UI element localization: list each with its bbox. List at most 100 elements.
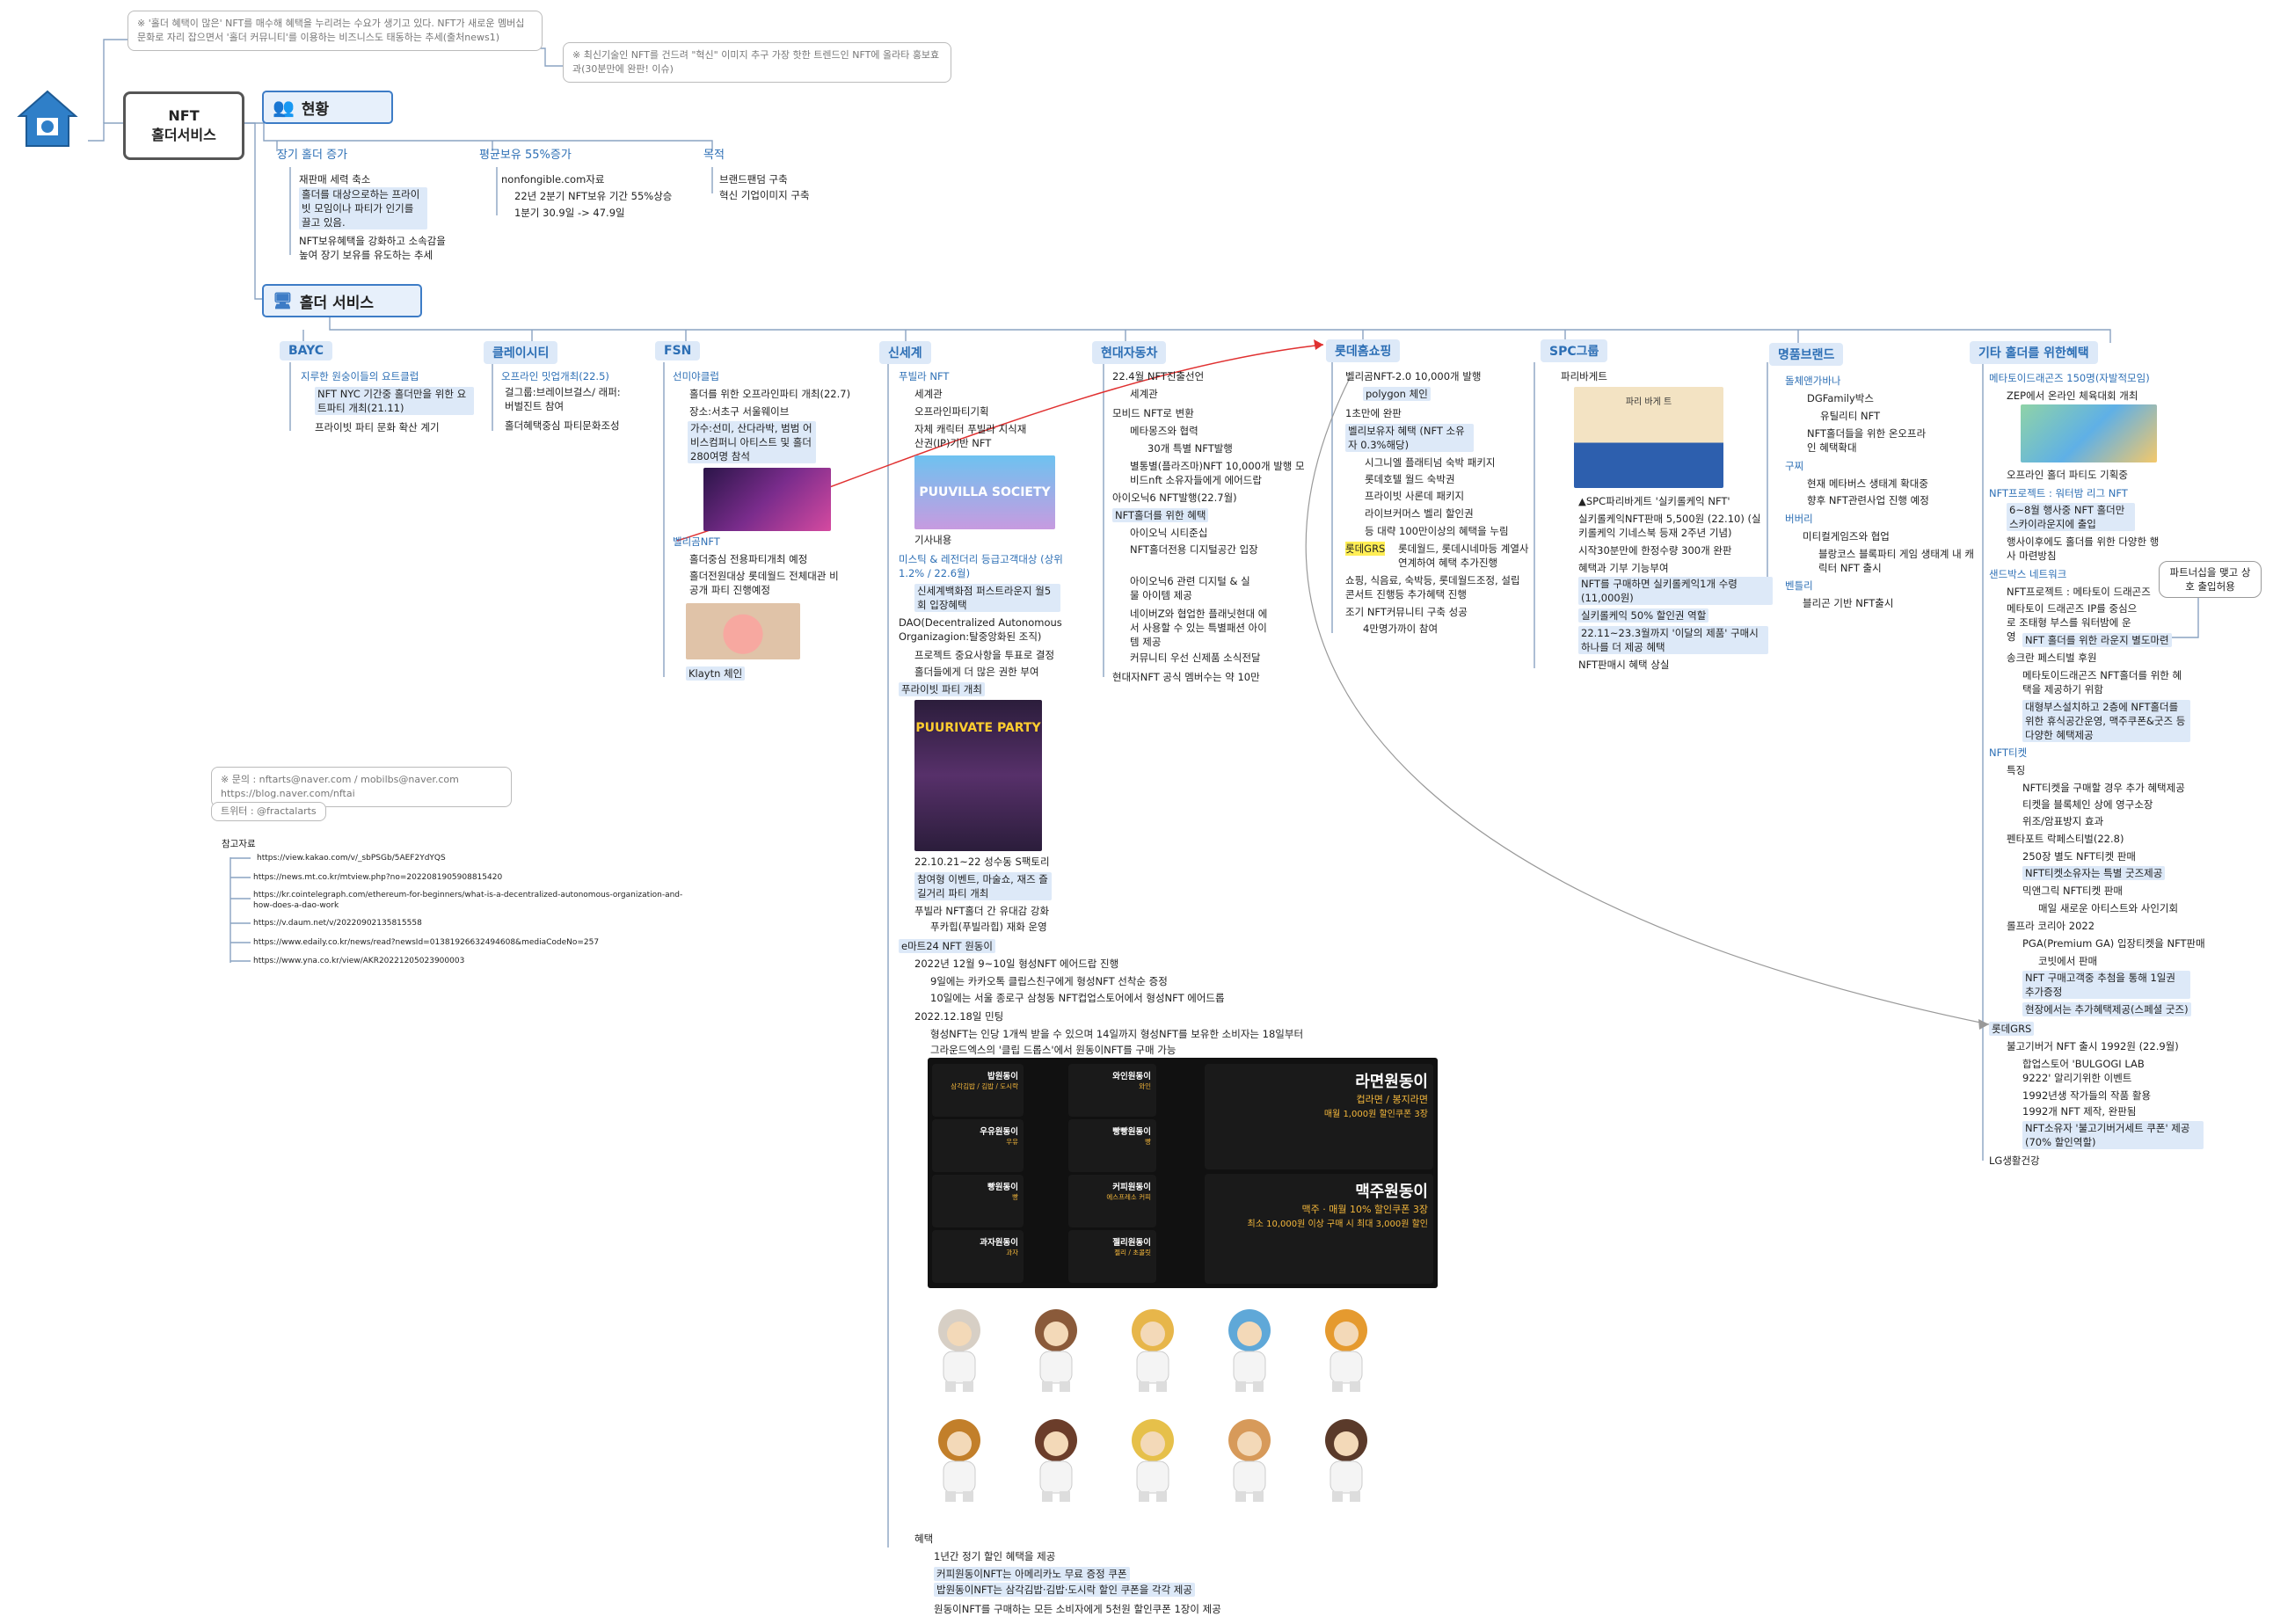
- other-item: 메타토이드래곤즈 150명(자발적모임): [1989, 372, 2150, 384]
- spc-item: 22.11~23.3월까지 '이달의 제품' 구매시 하나를 더 제공 혜택: [1578, 626, 1768, 654]
- other-item: 대형부스설치하고 2층에 NFT홀더를 위한 휴식공간운영, 맥주쿠폰&굿즈 등…: [2022, 700, 2190, 742]
- emart-card-benefit: 최소 10,000원 이상 구매 시 최대 3,000원 할인: [1247, 1220, 1428, 1229]
- ssg-item: DAO(Decentralized Autonomous Organizagio…: [899, 616, 1062, 643]
- bayc-item: NFT NYC 기간중 홀더만을 위한 요트파티 개최(21.11): [315, 387, 474, 415]
- hyundai-item: NFT홀더전용 디지털공간 입장: [1130, 543, 1258, 556]
- puuvilla-image: PUUVILLA SOCIETY: [914, 455, 1055, 529]
- ssg-item: 푸카힙(푸빌라힙) 재화 운영: [930, 921, 1047, 933]
- other-item: 불고기버거 NFT 출시 1992원 (22.9월): [2007, 1040, 2179, 1052]
- status-item: 혁신 기업이미지 구축: [719, 189, 810, 201]
- lotte-item: 롯데호텔 월드 숙박권: [1365, 473, 1455, 485]
- spc-item: NFT를 구매하면 실키롤케익1개 수령 (11,000원): [1578, 577, 1773, 605]
- character-figure: [1218, 1306, 1281, 1394]
- other-item: ZEP에서 온라인 체육대회 개최: [2007, 390, 2138, 402]
- character-figure: [928, 1416, 991, 1504]
- other-item: 오프라인 홀더 파티도 기획중: [2007, 469, 2128, 481]
- reference-link[interactable]: https://www.yna.co.kr/view/AKR2022120502…: [253, 957, 465, 965]
- holder-service-topic[interactable]: 🖥 홀더 서비스: [262, 284, 422, 317]
- luxury-item: 블랑코스 블록파티 게임 생태계 내 캐릭터 NFT 출시: [1818, 548, 1974, 574]
- lotte-item: 프라이빗 사론데 패키지: [1365, 490, 1465, 502]
- reference-link[interactable]: https://news.mt.co.kr/mtview.php?no=2022…: [253, 873, 503, 882]
- ssg-topic[interactable]: 신세계: [879, 341, 931, 364]
- ssg-item: 참여형 이벤트, 마술쇼, 재즈 즐길거리 파티 개최: [914, 872, 1052, 900]
- emart-topic[interactable]: e마트24 NFT 원동이: [899, 939, 995, 953]
- reference-link[interactable]: https://kr.cointelegraph.com/ethereum-fo…: [253, 891, 683, 910]
- luxury-item: 구찌: [1785, 460, 1804, 472]
- other-topic[interactable]: 기타 홀더를 위한혜택: [1970, 341, 2098, 364]
- lotte-item: 쇼핑, 식음료, 숙박등, 롯데월드조정, 설립콘서트 진행등 추가혜택 진행: [1345, 574, 1520, 601]
- emart-card-desc: 우유: [1006, 1138, 1018, 1146]
- reference-link[interactable]: https://www.edaily.co.kr/news/read?newsI…: [253, 938, 600, 947]
- klay-topic[interactable]: 클레이시티: [484, 341, 558, 364]
- reference-link[interactable]: https://v.daum.net/v/20220902135815558: [253, 919, 422, 928]
- partnership-note: 파트너십을 맺고 상호 출입허용: [2159, 561, 2262, 598]
- hyundai-topic[interactable]: 현대자동차: [1092, 341, 1167, 364]
- twitter-box[interactable]: 트위터 : @fractalarts: [211, 802, 326, 821]
- lotte-item: 조기 NFT커뮤니티 구축 성공: [1345, 606, 1468, 618]
- innovation-note: ※ 최신기술인 NFT를 건드려 "혁신" 이미지 추구 가장 핫한 트렌드인 …: [563, 42, 951, 83]
- character-grid: [919, 1297, 1429, 1526]
- ssg-item: 신세계백화점 퍼스트라운지 월5회 입장혜택: [914, 584, 1060, 612]
- other-item: 250장 별도 NFT티켓 판매: [2022, 850, 2137, 863]
- other-item: NFT 홀더를 위한 라운지 별도마련: [2022, 633, 2172, 647]
- fsn-topic[interactable]: FSN: [655, 341, 701, 360]
- other-item: 티켓을 블록체인 상에 영구소장: [2022, 798, 2153, 811]
- other-item: NFT프로젝트 : 워터밤 리그 NFT: [1989, 487, 2128, 499]
- ssg-item: 자체 캐릭터 푸빌라 지식재산권(IP)기반 NFT: [914, 423, 1027, 449]
- central-line2: 홀더서비스: [151, 127, 216, 143]
- lotte-item: 벨리보유자 혜택 (NFT 소유자 0.3%해당): [1345, 424, 1474, 452]
- long-holder-heading: 장기 홀더 증가: [277, 149, 348, 162]
- presentation-icon: 🖥: [273, 291, 293, 310]
- lotte-topic[interactable]: 롯데홈쇼핑: [1326, 339, 1401, 362]
- status-item: 홀더를 대상으로하는 프라이빗 모임이나 파티가 인기를 끌고 있음.: [299, 187, 427, 229]
- emart-card-desc: 과자: [1006, 1249, 1018, 1256]
- character-figure: [1315, 1306, 1378, 1394]
- central-topic[interactable]: NFT 홀더서비스: [123, 91, 244, 160]
- ssg-item: 22.10.21~22 성수동 S팩토리: [914, 856, 1050, 868]
- other-item: 매일 새로운 아티스트와 사인기회: [2038, 902, 2179, 914]
- luxury-topic[interactable]: 명품브랜드: [1769, 343, 1844, 366]
- emart-card-desc: 에스프레소 커피: [1106, 1193, 1151, 1201]
- other-item: 특징: [2007, 764, 2026, 776]
- other-item: PGA(Premium GA) 입장티켓을 NFT판매: [2022, 937, 2205, 950]
- emart-item: 밥원동이NFT는 삼각김밥·김밥·도시락 할인 쿠폰을 각각 제공: [934, 1583, 1195, 1597]
- holder-title: 홀더 서비스: [299, 294, 374, 312]
- ssg-item: 오프라인파티기획: [914, 405, 989, 418]
- zep-screenshot: [2021, 404, 2157, 462]
- spc-topic[interactable]: SPC그룹: [1541, 339, 1608, 362]
- emart-item: 원동이NFT를 구매하는 모든 소비자에게 5천원 할인쿠폰 1장이 제공: [934, 1603, 1221, 1615]
- emart-item: 커피원동이NFT는 아메리카노 무료 증정 쿠폰: [934, 1567, 1130, 1581]
- emart-card-desc: 젤리 / 초콜릿: [1114, 1249, 1151, 1256]
- emart-card-name: 빵원동이: [987, 1183, 1018, 1192]
- status-item: nonfongible.com자료: [501, 173, 605, 186]
- contact-line2[interactable]: https://blog.naver.com/nftai: [221, 788, 355, 799]
- home-icon: [16, 88, 79, 149]
- emart-card-name: 젤리원동이: [1112, 1238, 1151, 1248]
- other-item: 6~8월 행사중 NFT 홀더만 스카이라운지에 출입: [2007, 503, 2135, 531]
- ssg-item: 푸빌라 NFT: [899, 370, 950, 382]
- spc-item: 실키롤케익 50% 할인권 역할: [1578, 608, 1709, 623]
- other-item: 메타토이 드래곤즈 IP를 중심으로 조태형 부스를 워터밤에 운영: [2007, 602, 2138, 643]
- hyundai-item: 아이오닉 시티준십: [1130, 527, 1208, 539]
- other-item: 1992년생 작가들의 작품 활용: [2022, 1089, 2152, 1102]
- status-topic[interactable]: 👥 현황: [262, 91, 393, 124]
- reference-link[interactable]: https://view.kakao.com/v/_sbPSGb/5AEF2Yd…: [257, 854, 446, 863]
- character-figure: [1121, 1416, 1184, 1504]
- luxury-item: 블리곤 기반 NFT출시: [1803, 597, 1894, 609]
- other-item: 송크란 페스티벌 후원: [2007, 652, 2097, 664]
- emart-card-desc: 빵: [1012, 1193, 1018, 1201]
- other-item: NFT소유자 '불고기버거세트 쿠폰' 제공 (70% 할인역할): [2022, 1121, 2204, 1149]
- ssg-item: 푸빌라 NFT홀더 간 유대감 강화: [914, 905, 1050, 917]
- other-item: 위조/암표방지 효과: [2022, 815, 2104, 827]
- hyundai-item: 세계관: [1130, 388, 1158, 400]
- luxury-item: 버버리: [1785, 513, 1813, 525]
- avg-hold-heading: 평균보유 55%증가: [479, 149, 572, 162]
- emart-item: 2022.12.18일 민팅: [914, 1010, 1004, 1023]
- status-item: 22년 2분기 NFT보유 기간 55%상승: [514, 190, 673, 202]
- bayc-topic[interactable]: BAYC: [280, 341, 333, 360]
- emart-card-name: 빵빵원동이: [1112, 1127, 1151, 1137]
- contact-line1: ※ 문의 : nftarts@naver.com / mobilbs@naver…: [221, 774, 459, 785]
- fsn-item: 벨리곰NFT: [673, 535, 720, 548]
